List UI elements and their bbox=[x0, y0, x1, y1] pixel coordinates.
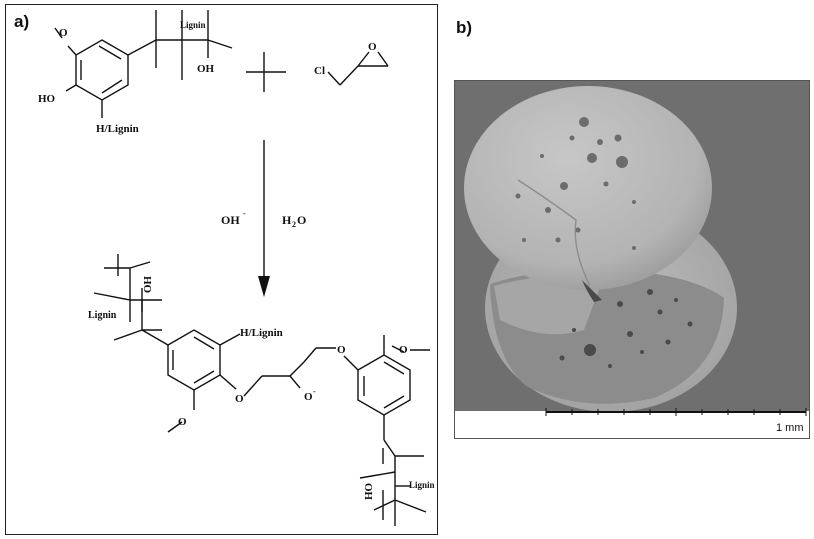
product-ho-top-label: HO bbox=[141, 276, 153, 294]
product-alkoxide-o: O bbox=[304, 391, 313, 403]
scale-bar-ticks bbox=[545, 408, 807, 416]
scale-bar-label: 1 mm bbox=[776, 422, 804, 434]
water-subscript: 2 bbox=[292, 220, 296, 229]
ho-label: HO bbox=[38, 93, 56, 105]
h-lignin-label: H/Lignin bbox=[96, 123, 139, 135]
sem-micrograph: 1 mm bbox=[455, 81, 809, 438]
product-methoxy-o-left: O bbox=[178, 416, 187, 428]
water-h-label: H bbox=[282, 213, 292, 227]
reactant-1-structure bbox=[54, 10, 233, 118]
methoxy-o-label: O bbox=[59, 27, 68, 39]
product-h-lignin-label: H/Lignin bbox=[240, 327, 283, 339]
panel-label-a: a) bbox=[14, 12, 30, 31]
hydroxide-charge: - bbox=[243, 209, 246, 218]
lignin-label: Lignin bbox=[180, 20, 206, 30]
epichlorohydrin-structure bbox=[327, 51, 389, 86]
product-ho-bottom-label: HO bbox=[363, 482, 375, 500]
plus-sign bbox=[246, 52, 286, 92]
epoxide-o-label: O bbox=[368, 41, 377, 53]
product-methoxy-o-right: O bbox=[399, 344, 408, 356]
reaction-arrow bbox=[258, 140, 270, 297]
panel-label-b: b) bbox=[456, 18, 473, 37]
internal-pores bbox=[559, 280, 693, 368]
surface-crack bbox=[517, 179, 591, 287]
product-alkoxide-charge: - bbox=[313, 387, 316, 396]
hydroxide-label: OH bbox=[221, 213, 240, 227]
surface-pores bbox=[515, 117, 636, 250]
water-o-label: O bbox=[297, 213, 306, 227]
scale-bar-strip bbox=[455, 411, 809, 438]
product-ether-o-right: O bbox=[337, 344, 346, 356]
product-ether-o-left: O bbox=[235, 393, 244, 405]
product-lignin-right-label: Lignin bbox=[409, 480, 435, 490]
intact-bead bbox=[464, 86, 712, 290]
product-lignin-left-label: Lignin bbox=[88, 310, 117, 321]
oh-label: OH bbox=[197, 63, 215, 75]
cl-label: Cl bbox=[314, 65, 325, 77]
reaction-scheme: O HO H/Lignin Lignin OH Cl O bbox=[38, 10, 435, 526]
product-structure bbox=[93, 254, 430, 526]
scheme-frame bbox=[5, 4, 438, 535]
